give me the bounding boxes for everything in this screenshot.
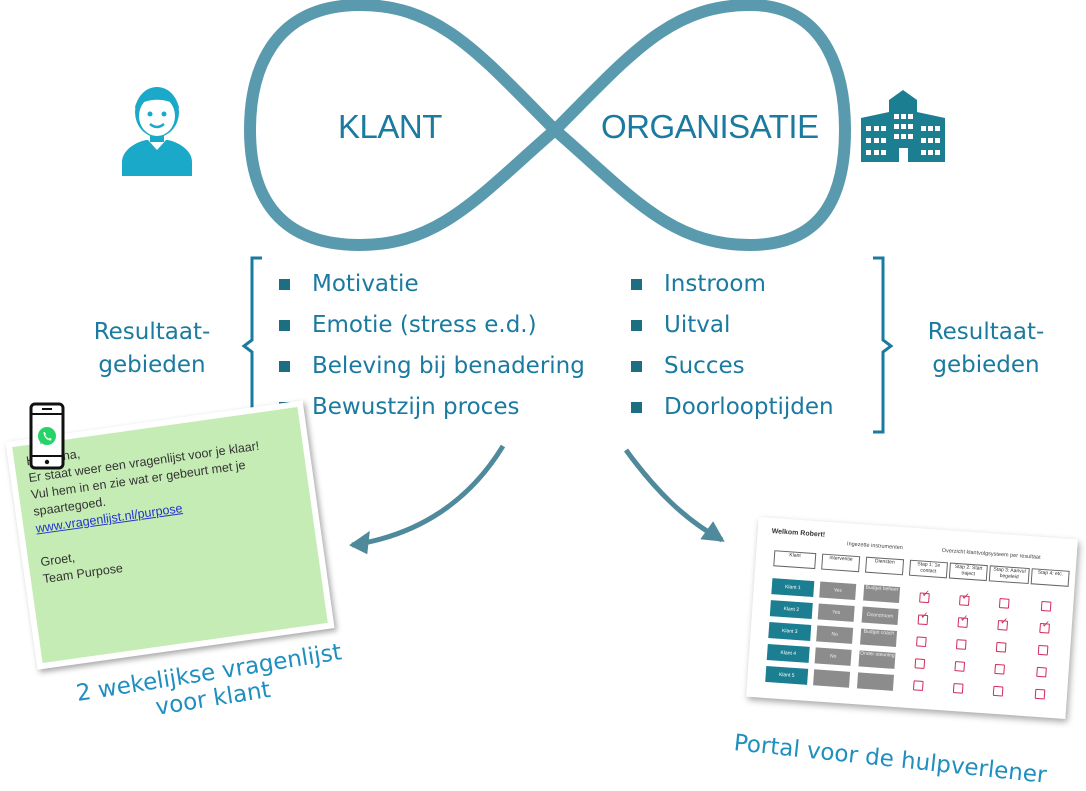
portal-col-header: Interventie [821, 553, 861, 573]
portal-checkbox [1036, 666, 1047, 678]
portal-col-header: Stap 2: Start traject [948, 562, 988, 582]
right-result-label: Resultaat- gebieden [927, 319, 1045, 378]
portal-checkbox [997, 620, 1009, 631]
list-item: Uitval [628, 309, 834, 350]
portal-checkbox [998, 598, 1010, 609]
portal-checkbox [919, 592, 930, 604]
portal-checkbox [916, 636, 927, 648]
portal-checkbox [1037, 644, 1049, 656]
list-item: Bewustzijn proces [276, 391, 585, 432]
portal-title: Welkom Robert! [771, 528, 826, 539]
arrow-right-head [700, 521, 725, 542]
whatsapp-icon [38, 427, 56, 445]
list-item: Instroom [628, 268, 834, 309]
portal-intervention-cell [813, 669, 851, 688]
right-bullet-list: Instroom Uitval Succes Doorlooptijden [628, 268, 834, 432]
portal-client-button[interactable]: Klant 2 [769, 600, 813, 620]
portal-checkbox [1039, 622, 1050, 634]
loop-label-organisatie: ORGANISATIE [601, 108, 819, 145]
portal-intervention-cell: Yes [819, 581, 857, 600]
person-icon [122, 87, 192, 176]
portal-screenshot: Welkom Robert! Ingezette instrumenten Ov… [746, 517, 1078, 719]
bullet-square-icon [279, 279, 290, 290]
portal-overview-heading: Overzicht klantvolgsysteem per resultaat [941, 547, 1041, 561]
portal-checkbox [954, 661, 966, 672]
portal-service-cell [856, 672, 894, 691]
bullet-square-icon [631, 279, 642, 290]
portal-client-button[interactable]: Klant 3 [768, 622, 812, 641]
bullet-square-icon [279, 320, 290, 331]
portal-checkbox [914, 658, 926, 669]
list-item: Motivatie [276, 268, 585, 309]
list-item: Succes [628, 350, 834, 391]
portal-intervention-cell: Yes [817, 603, 855, 622]
arrow-left-head [349, 530, 370, 555]
portal-col-header: Stap 4: etc. [1030, 568, 1070, 587]
portal-checkbox [1040, 600, 1052, 612]
portal-col-header: Stap 1: 1e contact [908, 559, 948, 579]
bullet-square-icon [631, 402, 642, 413]
portal-service-cell: Doorstroom [861, 606, 899, 626]
portal-checkbox [917, 614, 929, 626]
portal-col-header: Diensten [865, 556, 905, 576]
portal-service-cell: Onder-steuning [858, 650, 896, 669]
portal-checkbox [1034, 688, 1046, 700]
left-result-label: Resultaat- gebieden [93, 319, 211, 378]
portal-service-cell: Budget coach [860, 628, 898, 647]
portal-client-button[interactable]: Klant 5 [765, 665, 809, 685]
portal-client-button[interactable]: Klant 1 [771, 578, 815, 598]
building-icon [861, 90, 945, 162]
bullet-square-icon [631, 361, 642, 372]
portal-intervention-cell: No [816, 625, 854, 644]
list-item: Beleving bij benadering [276, 350, 585, 391]
portal-intervention-cell: No [814, 647, 852, 666]
portal-checkbox [957, 617, 969, 628]
list-item: Emotie (stress e.d.) [276, 309, 585, 350]
portal-instruments-heading: Ingezette instrumenten [846, 541, 904, 552]
bullet-square-icon [631, 320, 642, 331]
portal-checkbox [994, 663, 1005, 675]
bullet-square-icon [279, 361, 290, 372]
phone-icon [29, 402, 65, 470]
portal-checkbox [959, 595, 970, 606]
portal-checkbox [912, 680, 924, 691]
portal-checkbox [992, 685, 1004, 697]
portal-checkbox [952, 683, 964, 694]
portal-checkbox [995, 641, 1007, 653]
right-bracket [873, 256, 894, 434]
portal-service-cell: Budget beheer [863, 584, 901, 604]
loop-label-klant: KLANT [338, 108, 442, 145]
portal-client-button[interactable]: Klant 4 [766, 644, 810, 663]
list-item: Doorlooptijden [628, 391, 834, 432]
portal-col-header: Klant [773, 550, 817, 570]
left-bullet-list: Motivatie Emotie (stress e.d.) Beleving … [276, 268, 585, 432]
portal-col-header: Stap 3: Aanvul begeleid [988, 565, 1030, 585]
portal-checkbox [955, 639, 967, 650]
